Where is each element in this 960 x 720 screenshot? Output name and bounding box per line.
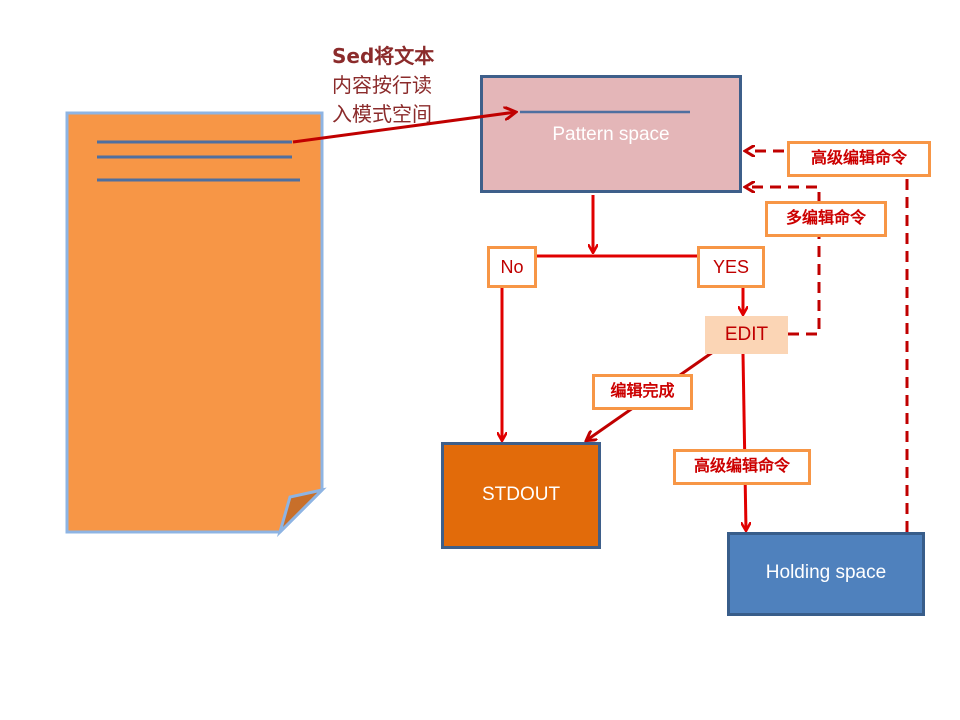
arrow-edit-to-holding: [743, 353, 746, 530]
stdout-label: STDOUT: [481, 484, 561, 505]
advanced-edit-command-label-bottom: 高级编辑命令: [673, 449, 811, 485]
advanced-edit-command-label-top: 高级编辑命令: [787, 141, 931, 177]
caption-line-1: Sed将文本: [332, 44, 435, 68]
document-shape: [65, 111, 327, 538]
pattern-space-box[interactable]: [480, 75, 742, 193]
read-into-pattern-caption: Sed将文本 内容按行读 入模式空间: [332, 42, 462, 129]
caption-line-3: 入模式空间: [332, 102, 432, 126]
edit-done-label: 编辑完成: [592, 374, 693, 410]
folded-corner: [276, 487, 327, 538]
pattern-space-label: Pattern space: [552, 124, 670, 145]
caption-line-2: 内容按行读: [332, 73, 432, 97]
multi-edit-command-label: 多编辑命令: [765, 201, 887, 237]
edit-box[interactable]: EDIT: [705, 316, 788, 354]
branch-no-tag[interactable]: No: [487, 246, 537, 288]
stdout-box[interactable]: [441, 442, 601, 549]
holding-space-label: Holding space: [765, 562, 887, 583]
branch-yes-tag[interactable]: YES: [697, 246, 765, 288]
holding-space-box[interactable]: [727, 532, 925, 616]
